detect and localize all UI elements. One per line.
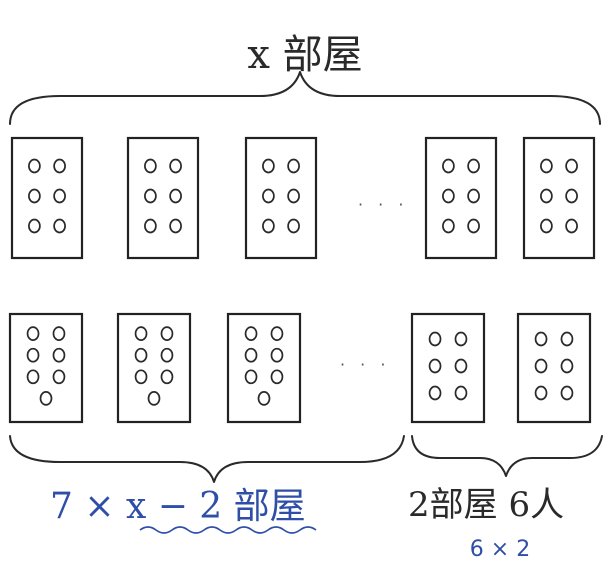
bottom-right-brace [411, 435, 603, 477]
room-box [126, 136, 200, 260]
top-row-rooms [10, 136, 596, 260]
person-circle [262, 218, 275, 234]
top-brace [9, 71, 601, 125]
person-circle [39, 391, 53, 406]
person-circle [565, 218, 578, 234]
room-box [116, 312, 192, 424]
person-circle [540, 158, 553, 174]
room-box [8, 312, 84, 424]
person-circle [454, 331, 468, 347]
person-circle [442, 188, 455, 204]
person-circle [534, 385, 548, 401]
top-room-2 [126, 136, 200, 260]
person-circle [540, 218, 553, 234]
bottom-room-3 [226, 312, 302, 424]
top-label: x 部屋 [247, 32, 362, 78]
bottom-left-brace [9, 435, 405, 483]
person-circle [26, 369, 40, 385]
person-circle [270, 347, 284, 363]
person-circle [287, 158, 300, 174]
bottom-room-2 [116, 312, 192, 424]
person-circle [244, 347, 258, 363]
person-circle [244, 326, 258, 341]
person-circle [144, 218, 157, 234]
person-circle [52, 369, 66, 385]
person-circle [160, 347, 174, 363]
person-circle [428, 358, 442, 374]
person-circle [53, 188, 66, 204]
person-circle [244, 369, 258, 385]
bottom-room-1 [8, 312, 84, 424]
person-circle [454, 385, 468, 401]
person-circle [428, 331, 442, 347]
person-circle [26, 347, 40, 363]
person-circle [565, 158, 578, 174]
person-circle [560, 358, 574, 374]
person-circle [53, 218, 66, 234]
person-circle [257, 391, 271, 406]
person-circle [428, 385, 442, 401]
person-circle [169, 188, 182, 204]
person-circle [169, 218, 182, 234]
room-box [516, 312, 592, 424]
person-circle [287, 218, 300, 234]
person-circle [28, 158, 41, 174]
person-circle [28, 218, 41, 234]
person-circle [28, 188, 41, 204]
room-box [522, 136, 596, 260]
person-circle [147, 391, 161, 406]
person-circle [144, 188, 157, 204]
top-room-4 [424, 136, 498, 260]
person-circle [540, 188, 553, 204]
person-circle [262, 188, 275, 204]
person-circle [52, 347, 66, 363]
room-box [410, 312, 486, 424]
top-room-5 [522, 136, 596, 260]
bottom-left-label: 7 × x − 2 部屋 [50, 486, 306, 527]
bottom-left-underline [139, 526, 317, 534]
person-circle [560, 331, 574, 347]
person-circle [467, 158, 480, 174]
bottom-room-5 [516, 312, 592, 424]
person-circle [454, 358, 468, 374]
person-circle [287, 188, 300, 204]
person-circle [270, 326, 284, 341]
bottom-right-label: 2部屋 6人 [408, 485, 564, 525]
person-circle [467, 218, 480, 234]
person-circle [160, 326, 174, 341]
top-room-3 [244, 136, 318, 260]
person-circle [134, 326, 148, 341]
bottom-room-4 [410, 312, 486, 424]
person-circle [565, 188, 578, 204]
person-circle [52, 326, 66, 341]
room-box [424, 136, 498, 260]
person-circle [560, 385, 574, 401]
bottom-ellipsis: · · · [340, 355, 390, 374]
person-circle [467, 188, 480, 204]
person-circle [134, 369, 148, 385]
top-room-1 [10, 136, 84, 260]
person-circle [270, 369, 284, 385]
top-ellipsis: · · · [358, 195, 408, 214]
room-box [10, 136, 84, 260]
person-circle [26, 326, 40, 341]
bottom-right-formula: 6 × 2 [470, 537, 530, 562]
person-circle [262, 158, 275, 174]
bottom-row-rooms [8, 312, 592, 424]
person-circle [134, 347, 148, 363]
person-circle [442, 158, 455, 174]
room-box [244, 136, 318, 260]
person-circle [534, 331, 548, 347]
person-circle [53, 158, 66, 174]
room-box [226, 312, 302, 424]
person-circle [534, 358, 548, 374]
person-circle [442, 218, 455, 234]
person-circle [144, 158, 157, 174]
person-circle [160, 369, 174, 385]
person-circle [169, 158, 182, 174]
